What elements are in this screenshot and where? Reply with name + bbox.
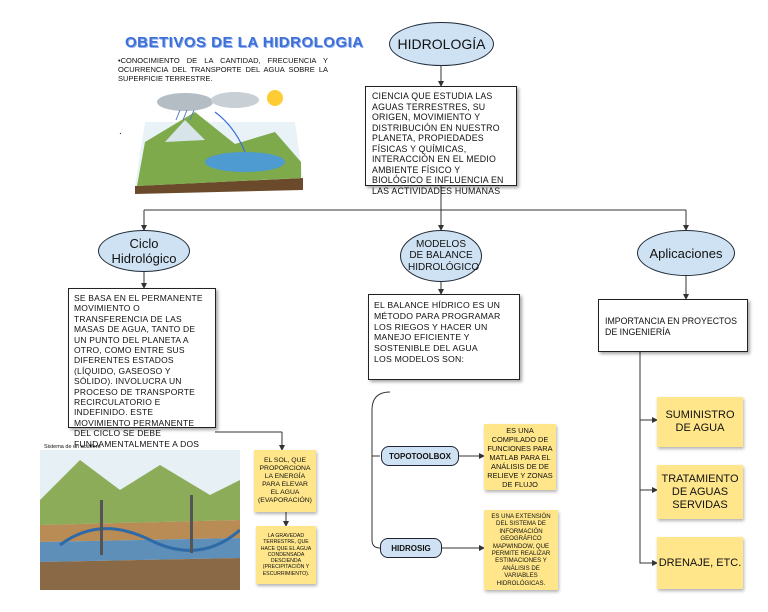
objectives-title: OBETIVOS DE LA HIDROLOGIA xyxy=(125,34,364,51)
cause-gravity-note: LA GRAVEDAD TERRESTRE, QUE HACE QUE EL A… xyxy=(256,526,316,584)
app-suministro: SUMINISTRO DE AGUA xyxy=(657,397,743,447)
water-cycle-illustration xyxy=(125,82,310,194)
modelos-title: MODELOS DE BALANCE HIDROLÓGICO xyxy=(408,238,480,273)
node-aplicaciones: Aplicaciones xyxy=(637,230,735,276)
root-definition: CIENCIA QUE ESTUDIA LAS AGUAS TERRESTRES… xyxy=(372,91,504,196)
model-topotoolbox-name: TOPOTOOLBOX xyxy=(389,451,451,461)
model-hidrosig-note: ES UNA EXTENSIÓN DEL SISTEMA DE INFORMAC… xyxy=(484,510,558,590)
aplicaciones-title: Aplicaciones xyxy=(649,245,723,261)
aquifer-illustration: Sistema de un acuífero xyxy=(40,440,240,590)
app-tratamiento: TRATAMIENTO DE AGUAS SERVIDAS xyxy=(657,465,743,519)
app-drenaje-text: DRENAJE, ETC. xyxy=(658,556,742,569)
root-node-hidrologia: HIDROLOGÍA xyxy=(389,22,494,66)
cause-gravity-text: LA GRAVEDAD TERRESTRE, QUE HACE QUE EL A… xyxy=(260,532,312,577)
aplicaciones-description: IMPORTANCIA EN PROYECTOS DE INGENIERÍA xyxy=(605,316,737,337)
root-title: HIDROLOGÍA xyxy=(397,36,486,52)
bullet-mark: . xyxy=(119,126,122,137)
model-topotoolbox-text: ES UNA COMPILADO DE FUNCIONES PARA MATLA… xyxy=(487,425,553,489)
aplicaciones-description-box: IMPORTANCIA EN PROYECTOS DE INGENIERÍA xyxy=(598,299,748,352)
ciclo-title: Ciclo Hidrológico xyxy=(111,236,177,266)
ciclo-description: SE BASA EN EL PERMANENTE MOVIMIENTO O TR… xyxy=(74,293,203,459)
model-topotoolbox: TOPOTOOLBOX xyxy=(381,446,459,466)
ciclo-description-box: SE BASA EN EL PERMANENTE MOVIMIENTO O TR… xyxy=(68,288,216,459)
root-definition-box: CIENCIA QUE ESTUDIA LAS AGUAS TERRESTRES… xyxy=(365,86,517,196)
model-hidrosig: HIDROSIG xyxy=(380,538,442,558)
model-hidrosig-text: ES UNA EXTENSIÓN DEL SISTEMA DE INFORMAC… xyxy=(491,512,551,587)
cause-sun-note: EL SOL, QUE PROPORCIONA LA ENERGÍA PARA … xyxy=(254,450,316,512)
modelos-description-box: EL BALANCE HÍDRICO ES UN MÉTODO PARA PRO… xyxy=(368,294,520,380)
objectives-text: •CONOCIMIENTO DE LA CANTIDAD, FRECUENCIA… xyxy=(118,56,328,83)
node-modelos-balance: MODELOS DE BALANCE HIDROLÓGICO xyxy=(400,230,482,282)
model-hidrosig-name: HIDROSIG xyxy=(391,543,431,553)
aquifer-caption: Sistema de un acuífero xyxy=(44,444,101,450)
app-suministro-text: SUMINISTRO DE AGUA xyxy=(665,409,735,434)
app-tratamiento-text: TRATAMIENTO DE AGUAS SERVIDAS xyxy=(661,472,739,511)
model-topotoolbox-note: ES UNA COMPILADO DE FUNCIONES PARA MATLA… xyxy=(484,424,556,490)
modelos-description: EL BALANCE HÍDRICO ES UN MÉTODO PARA PRO… xyxy=(374,300,501,364)
app-drenaje: DRENAJE, ETC. xyxy=(657,537,743,589)
node-ciclo-hidrologico: Ciclo Hidrológico xyxy=(98,230,190,272)
cause-sun-text: EL SOL, QUE PROPORCIONA LA ENERGÍA PARA … xyxy=(258,457,312,504)
